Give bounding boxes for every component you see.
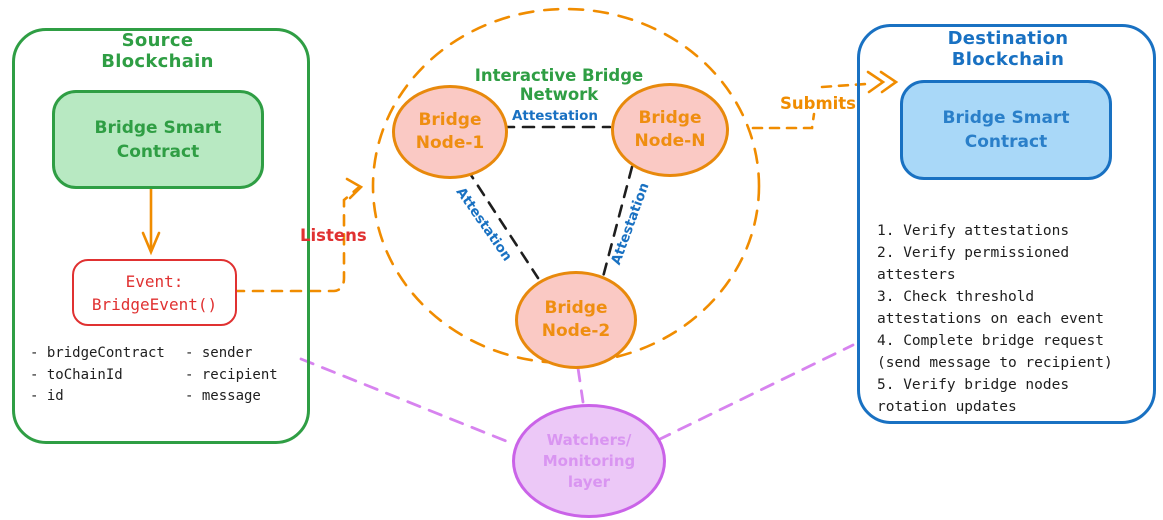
field-recipient: - recipient [185,366,278,383]
bridge-node-2: Bridge Node-2 [515,271,637,369]
event-field-row: - toChainId - recipient [30,365,280,387]
attestation-label-right: Attestation [608,180,653,268]
attestation-label-left: Attestation [452,184,516,265]
verification-steps-list: 1. Verify attestations 2. Verify permiss… [877,220,1135,418]
source-blockchain-title: Source Blockchain [101,30,214,72]
listens-label: Listens [300,226,367,245]
source-blockchain-box [12,28,310,444]
destination-bridge-contract-box: Bridge Smart Contract [900,80,1112,180]
bridge-node-n: Bridge Node-N [611,83,729,177]
source-bridge-contract-box: Bridge Smart Contract [52,90,264,189]
event-label: Event: [125,271,184,291]
field-to-chain-id: - toChainId [30,366,123,383]
field-bridge-contract: - bridgeContract [30,345,165,361]
event-signature: BridgeEvent() [91,294,218,314]
step-1: 1. Verify attestations [877,223,1070,239]
watchers-monitoring-node: Watchers/ Monitoring layer [512,404,666,518]
destination-blockchain-title: Destination Blockchain [947,28,1069,70]
step-3: 3. Check threshold attestations on each … [877,289,1104,327]
bridge-event-box: Event: BridgeEvent() [72,259,237,326]
field-message: - message [185,388,261,404]
event-field-row: - id - message [30,386,280,408]
submits-label: Submits [780,94,856,113]
network-title: Interactive Bridge Network [474,66,644,104]
step-4: 4. Complete bridge request (send message… [877,333,1113,371]
step-5: 5. Verify bridge nodes rotation updates [877,377,1070,415]
attestation-label-top: Attestation [511,108,599,124]
event-fields-list: - bridgeContract - sender - toChainId - … [30,343,280,408]
destination-blockchain-box [857,24,1156,424]
event-field-row: - bridgeContract - sender [30,343,280,365]
bridge-node-1: Bridge Node-1 [392,85,508,179]
field-sender: - sender [185,345,253,361]
step-2: 2. Verify permissioned attesters [877,245,1070,283]
field-id: - id [30,388,64,404]
